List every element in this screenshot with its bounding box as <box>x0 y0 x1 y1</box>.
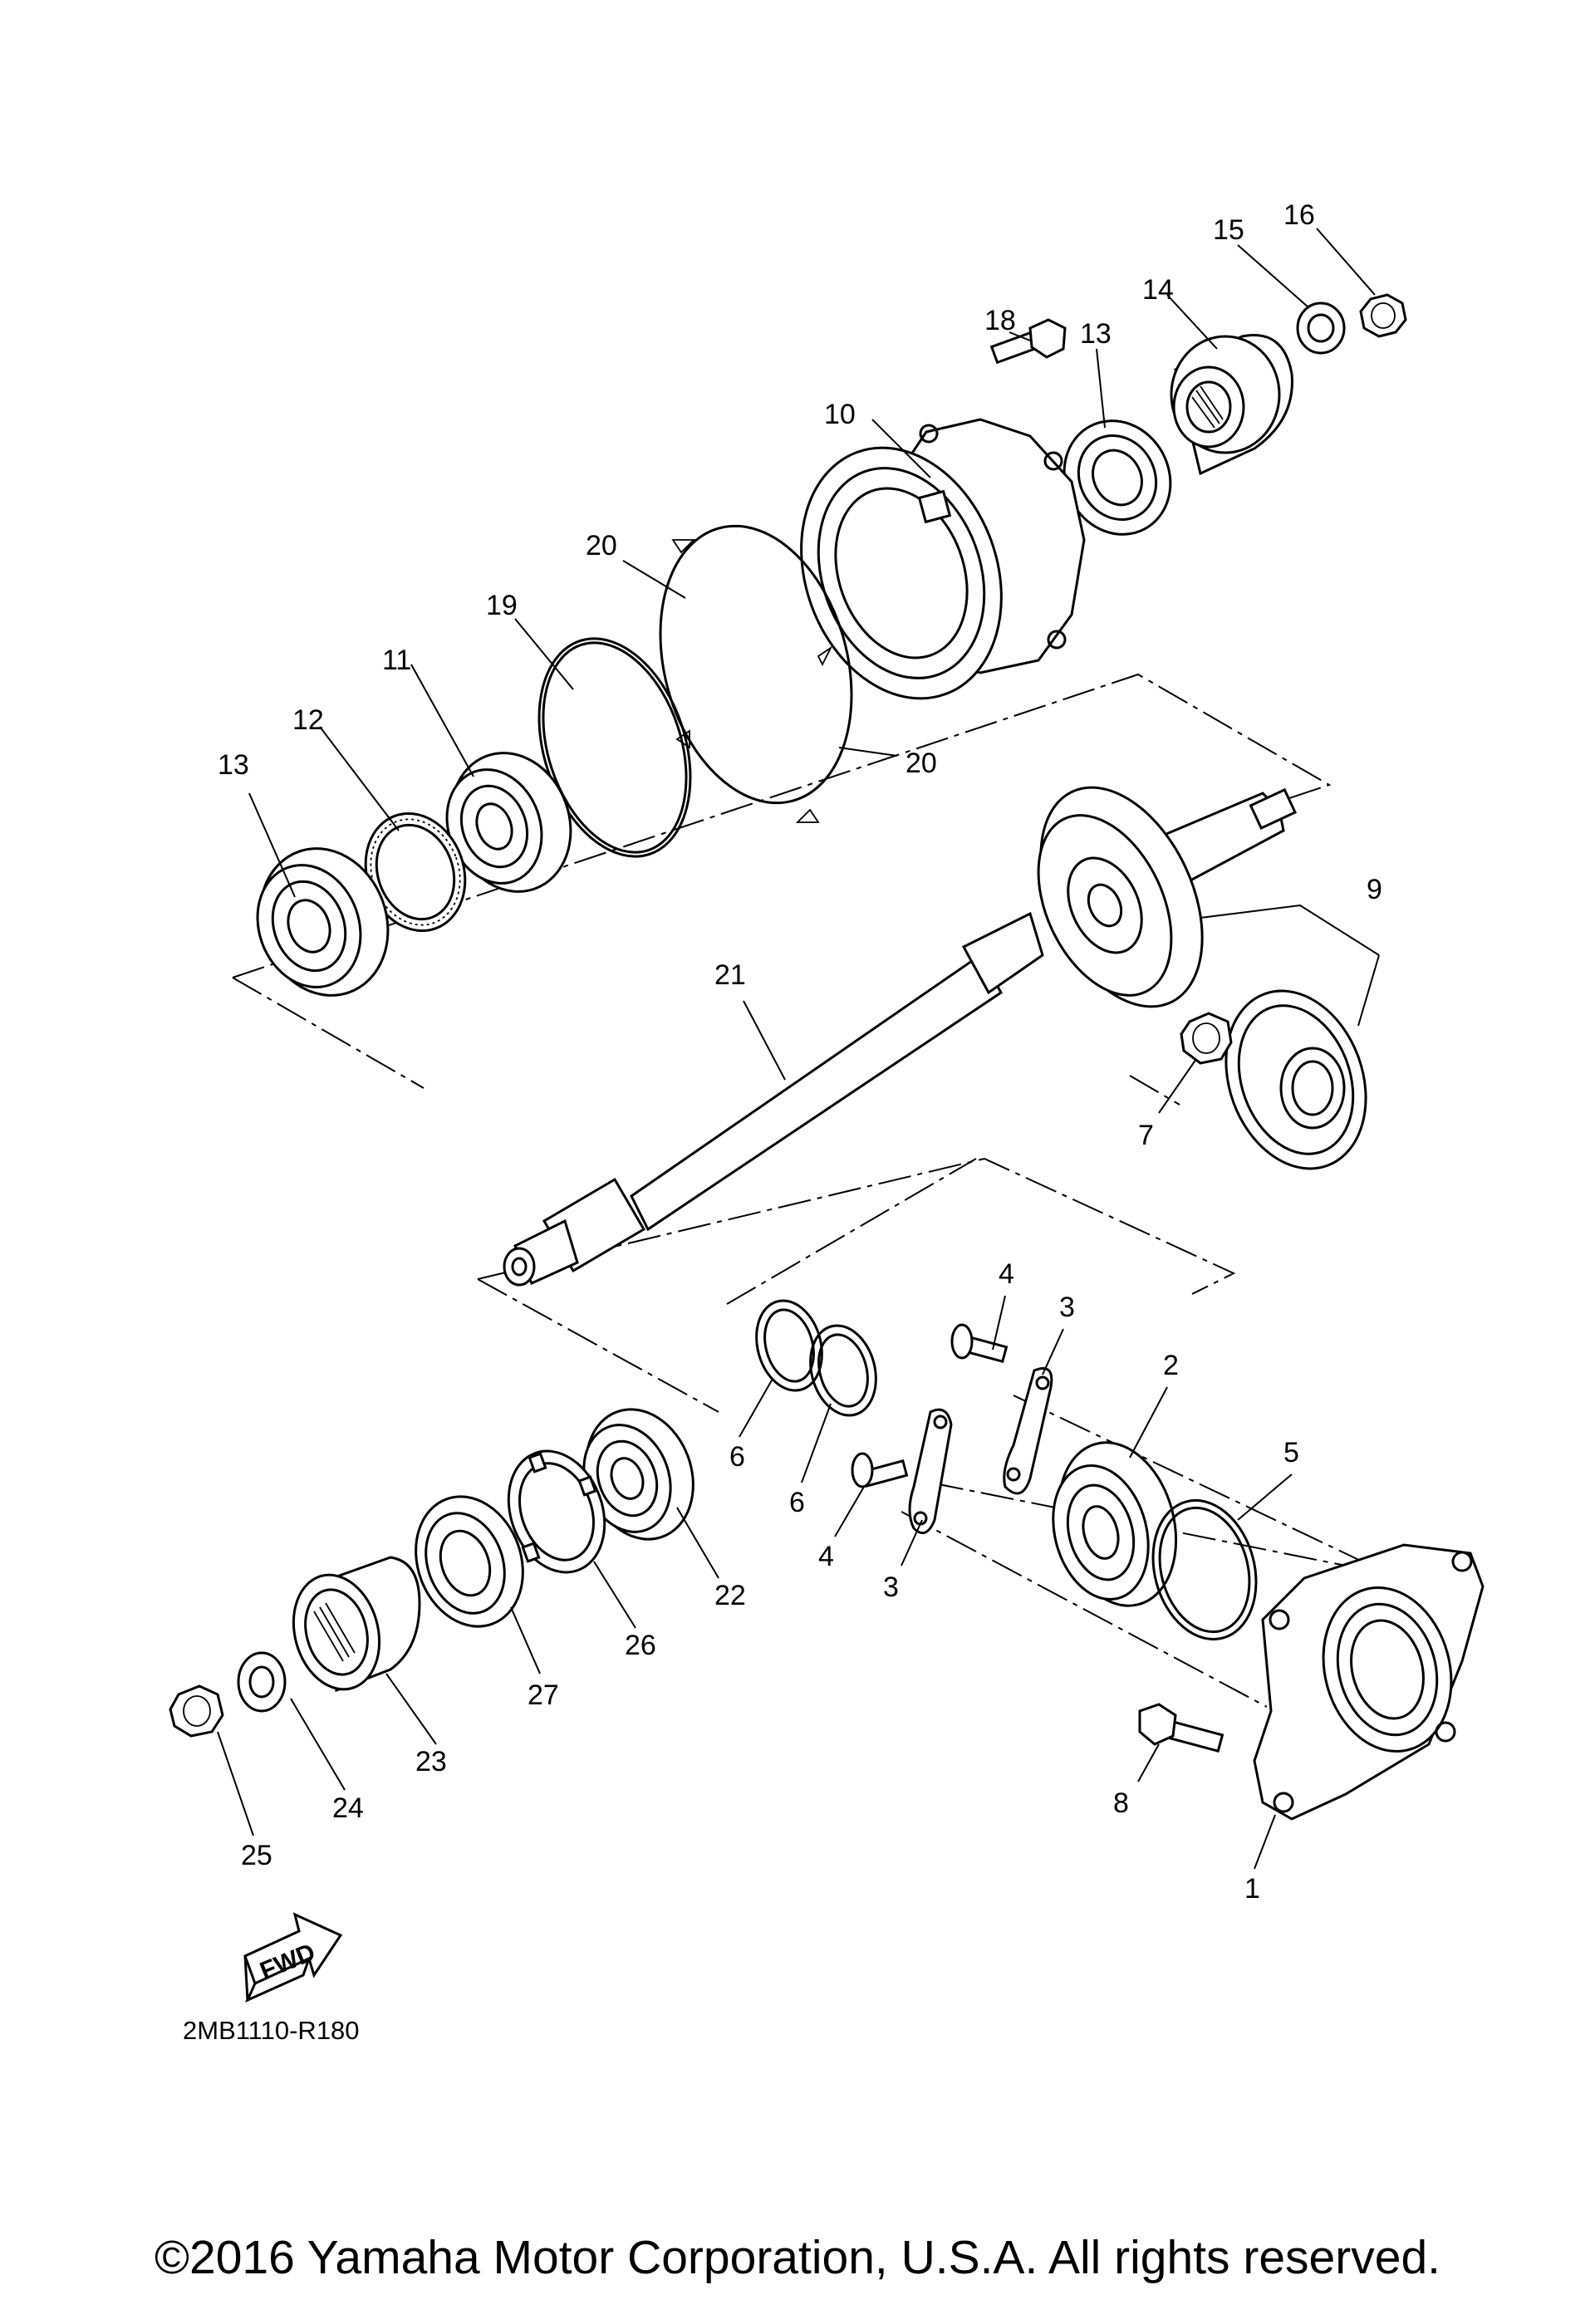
part-17-nut <box>1359 293 1407 338</box>
callout-1: 1 <box>1244 1873 1260 1905</box>
part-23-coupling <box>292 1556 421 1693</box>
callout-17: 16 <box>1283 199 1315 231</box>
callout-5: 5 <box>1283 1437 1299 1468</box>
part-14-oil-seal <box>1063 419 1172 536</box>
callout-8: 8 <box>1113 1787 1129 1819</box>
part-10-case <box>800 418 1086 700</box>
part-2-bearing <box>1052 1441 1178 1607</box>
part-24-washer <box>237 1651 287 1713</box>
callout-10: 10 <box>824 399 856 430</box>
callout-4a: 4 <box>999 1258 1014 1290</box>
callout-14: 13 <box>1080 318 1112 350</box>
callout-24: 24 <box>332 1792 364 1824</box>
callout-4b: 4 <box>818 1541 834 1572</box>
part-21-drive-shaft <box>503 911 1044 1287</box>
part-27-oil-seal <box>415 1495 524 1628</box>
callout-18: 19 <box>486 590 518 621</box>
part-9-gear-set <box>1037 786 1367 1170</box>
part-8-bolt <box>1138 1703 1224 1753</box>
callout-22: 22 <box>714 1580 746 1611</box>
callout-27: 27 <box>528 1679 559 1711</box>
part-5-shim <box>1151 1498 1258 1641</box>
fwd-arrow-icon: FWD <box>243 1912 343 2003</box>
callout-20a: 20 <box>586 530 617 561</box>
callout-11: 11 <box>382 645 411 676</box>
part-11-bearing <box>445 752 572 893</box>
part-15-coupling <box>1170 334 1293 476</box>
callout-2: 2 <box>1163 1350 1179 1381</box>
callout-21: 21 <box>714 959 746 991</box>
leader-lines <box>217 228 1380 1870</box>
part-1-housing <box>1253 1543 1485 1821</box>
copyright-notice: ©2016 Yamaha Motor Corporation, U.S.A. A… <box>155 2231 1440 2284</box>
callout-19: 18 <box>984 305 1016 336</box>
part-18-o-ring <box>537 637 692 858</box>
part-16-washer <box>1296 302 1346 355</box>
callout-13: 13 <box>218 749 249 781</box>
callout-23: 23 <box>415 1746 447 1777</box>
part-7-nut <box>1180 1012 1233 1065</box>
callout-20b: 20 <box>905 748 937 779</box>
callout-6a: 6 <box>729 1441 745 1473</box>
diagram-code: 2MB1110-R180 <box>183 2016 360 2045</box>
part-25-nut <box>169 1684 224 1738</box>
callout-3b: 3 <box>883 1571 899 1603</box>
part-6-shim <box>755 1299 877 1417</box>
callout-labels: 16 15 14 13 18 10 20 20 19 11 12 13 9 7 … <box>218 199 1382 1905</box>
callout-9: 9 <box>1367 874 1382 905</box>
callout-15: 14 <box>1142 274 1174 306</box>
part-3-plate <box>908 1367 1053 1535</box>
callout-7: 7 <box>1138 1120 1154 1151</box>
callout-12: 12 <box>292 704 324 736</box>
part-4-screw <box>851 1323 1009 1488</box>
callout-3a: 3 <box>1059 1292 1075 1323</box>
part-13-bearing <box>256 847 390 997</box>
callout-16: 15 <box>1213 214 1244 246</box>
callout-6b: 6 <box>789 1487 805 1518</box>
callout-26: 26 <box>625 1630 656 1661</box>
assembly-lines <box>232 673 1363 1708</box>
part-20-shim <box>659 524 853 823</box>
part-26-retainer <box>507 1449 606 1574</box>
part-22-bearing <box>582 1408 694 1541</box>
callout-25: 25 <box>241 1840 272 1871</box>
